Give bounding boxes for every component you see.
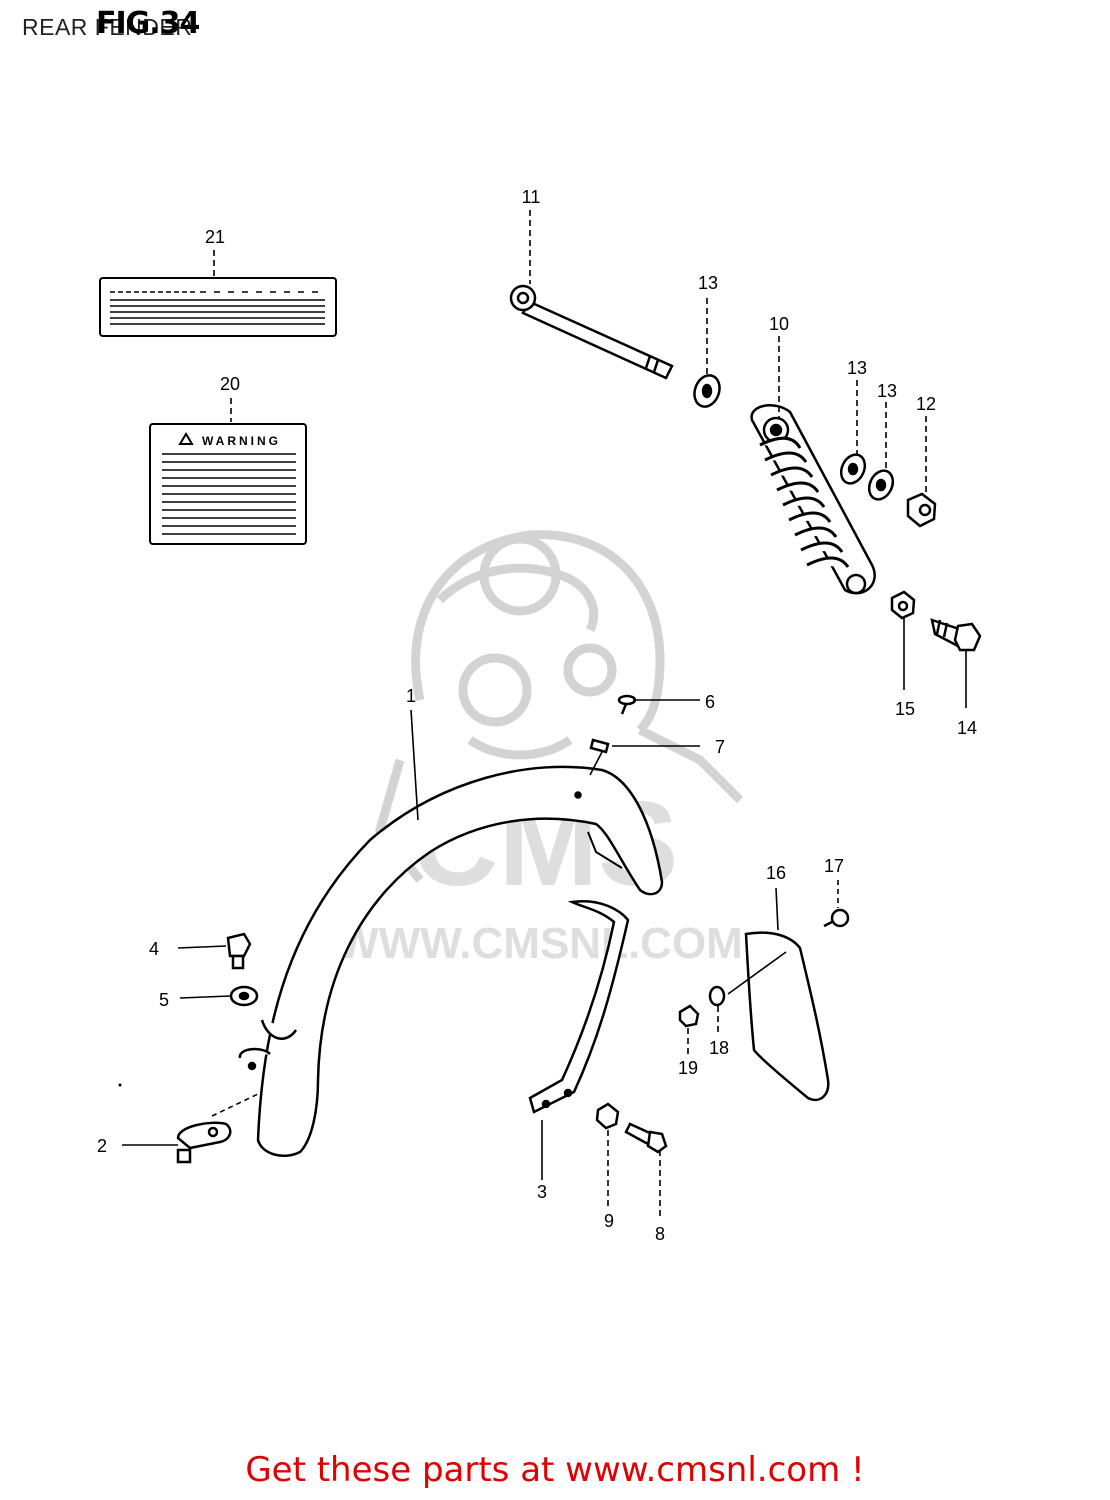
callout-15[interactable]: 15 — [895, 699, 915, 719]
part-19-nut[interactable] — [678, 1004, 700, 1028]
part-20-warning-label[interactable] — [149, 423, 307, 545]
part-7-nut[interactable] — [589, 738, 610, 754]
part-18-washer[interactable] — [708, 985, 726, 1007]
warning-label-text: WARNING — [202, 434, 281, 448]
callout-21[interactable]: 21 — [205, 227, 225, 247]
part-5-washer[interactable] — [229, 985, 259, 1007]
figure-number: FIG.34 — [96, 6, 200, 41]
callout-5[interactable]: 5 — [159, 990, 169, 1010]
part-9-nut[interactable] — [595, 1102, 620, 1130]
callout-13[interactable]: 13 — [698, 273, 718, 293]
callout-3[interactable]: 3 — [537, 1182, 547, 1202]
part-13-washer[interactable] — [690, 372, 723, 410]
watermark-url-text: WWW.CMSNL.COM — [337, 919, 743, 968]
callout-17[interactable]: 17 — [824, 856, 844, 876]
callout-8[interactable]: 8 — [655, 1224, 665, 1244]
warning-triangle-icon — [178, 432, 194, 445]
callout-numbers: 1 2 3 4 5 6 7 8 9 10 11 12 13 13 13 14 1… — [97, 187, 977, 1244]
callout-12[interactable]: 12 — [916, 394, 936, 414]
part-4-bolt[interactable] — [226, 932, 252, 970]
part-13-washer[interactable] — [837, 451, 870, 487]
callout-11[interactable]: 11 — [522, 187, 541, 207]
part-16-mud-flap[interactable] — [744, 931, 830, 1102]
callout-10[interactable]: 10 — [769, 314, 789, 334]
part-10-rear-shock-absorber[interactable] — [750, 404, 876, 595]
part-21-label-sticker[interactable] — [99, 277, 337, 337]
part-6-screw[interactable] — [617, 694, 637, 715]
stray-dot — [118, 1083, 122, 1087]
get-parts-link[interactable]: Get these parts at www.cmsnl.com ! — [245, 1450, 865, 1490]
diagram-title: REAR FENDER — [22, 14, 193, 40]
callout-9[interactable]: 9 — [604, 1211, 614, 1231]
callout-6[interactable]: 6 — [705, 692, 715, 712]
part-14-bolt[interactable] — [930, 618, 982, 652]
part-12-nut[interactable] — [906, 492, 937, 528]
part-13-washer[interactable] — [865, 467, 898, 503]
part-3-fender-brace[interactable] — [528, 899, 630, 1114]
callout-2[interactable]: 2 — [97, 1136, 107, 1156]
callout-20[interactable]: 20 — [220, 374, 240, 394]
callout-14[interactable]: 14 — [957, 718, 977, 738]
part-8-bolt[interactable] — [624, 1122, 668, 1154]
leader-lines — [122, 210, 967, 1220]
part-2-bracket[interactable] — [176, 1121, 232, 1164]
part-1-rear-fender[interactable] — [238, 765, 664, 1157]
part-17-bolt[interactable] — [823, 908, 850, 928]
watermark: CMS WWW.CMSNL.COM — [337, 530, 744, 968]
callout-13[interactable]: 13 — [847, 358, 867, 378]
callout-7[interactable]: 7 — [715, 737, 725, 757]
callout-13[interactable]: 13 — [877, 381, 897, 401]
callout-18[interactable]: 18 — [709, 1038, 729, 1058]
part-15-nut[interactable] — [890, 590, 916, 620]
part-11-bolt[interactable] — [509, 284, 674, 380]
callout-16[interactable]: 16 — [766, 863, 786, 883]
callout-19[interactable]: 19 — [678, 1058, 698, 1078]
callout-1[interactable]: 1 — [406, 686, 416, 706]
callout-4[interactable]: 4 — [149, 939, 159, 959]
